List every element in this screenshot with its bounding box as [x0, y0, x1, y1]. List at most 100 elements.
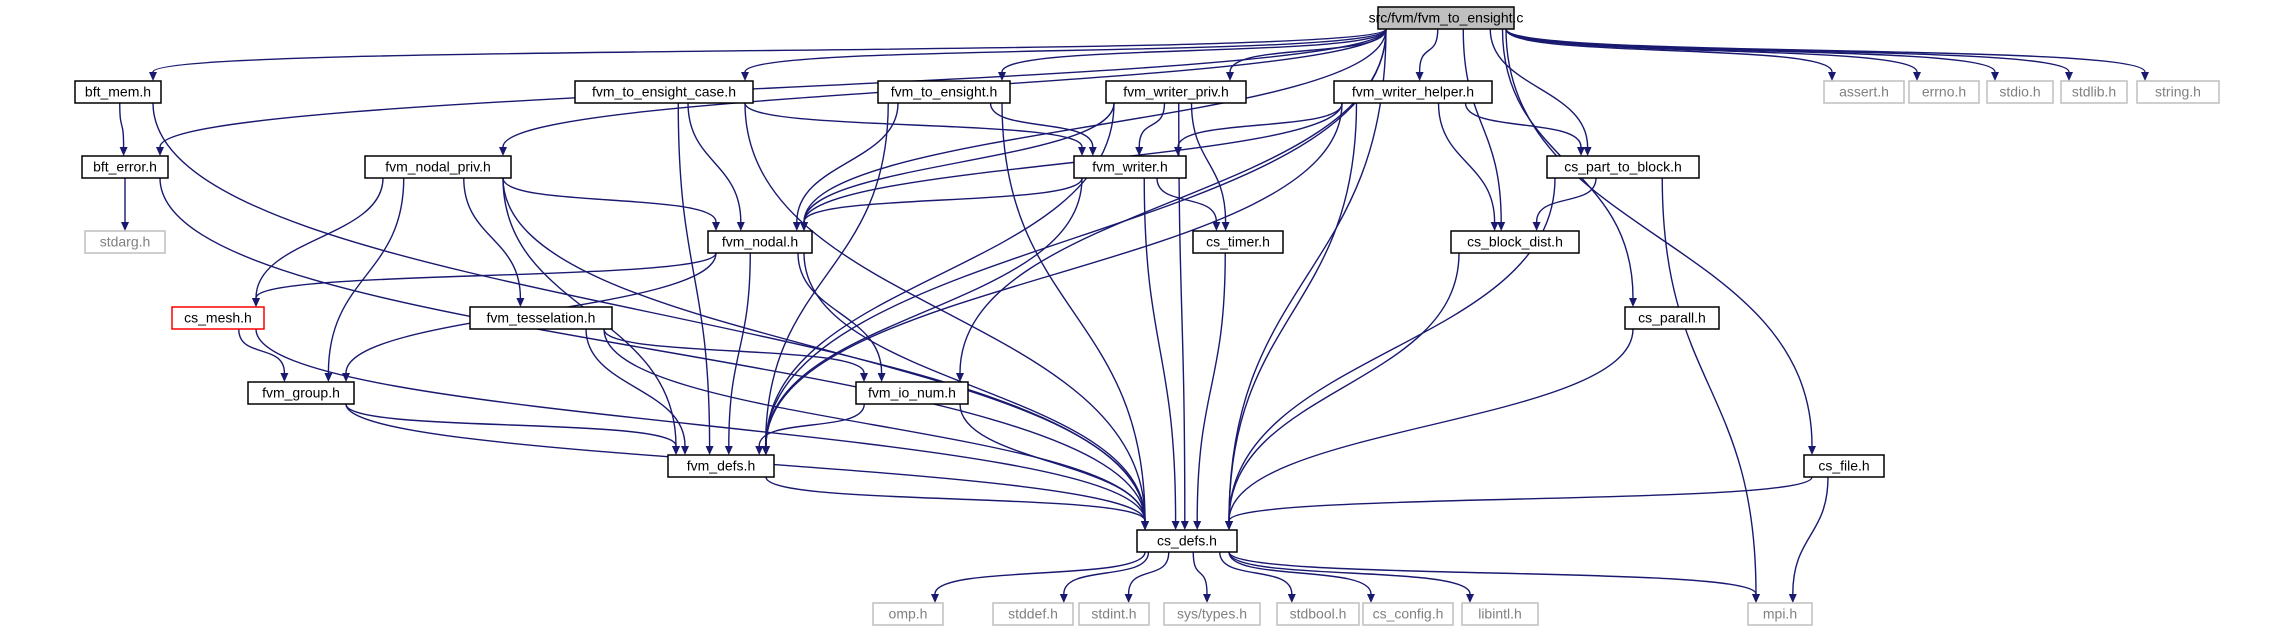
- node-box: [1163, 602, 1261, 626]
- arrowhead-root-to-stdio: [1991, 72, 1999, 81]
- edge-fvm_writer_priv-to-fvm_nodal: [803, 102, 1115, 223]
- edge-root-to-fvm_defs: [765, 28, 1387, 447]
- node-fvm-to-ensight[interactable]: fvm_to_ensight.h: [877, 80, 1011, 104]
- arrowhead-root-to-fvm_to_ensight: [998, 72, 1006, 81]
- node-fvm-nodal[interactable]: fvm_nodal.h: [707, 230, 813, 254]
- node-box: [1078, 602, 1150, 626]
- node-fvm-defs[interactable]: fvm_defs.h: [667, 454, 775, 478]
- node-box: [992, 602, 1074, 626]
- edge-fvm_tesselation-to-fvm_defs: [585, 328, 686, 447]
- edge-fvm_writer_helper-to-fvm_defs: [765, 102, 1343, 447]
- edge-fvm_writer-to-fvm_nodal: [803, 177, 1083, 223]
- node-fvm-writer-priv[interactable]: fvm_writer_priv.h: [1105, 80, 1247, 104]
- node-label: mpi.h: [1763, 606, 1797, 622]
- node-cs-part-to-block[interactable]: cs_part_to_block.h: [1546, 155, 1700, 179]
- arrowhead-bft_error-to-stdarg: [121, 222, 129, 231]
- arrowhead-root-to-stdlib: [2065, 72, 2073, 81]
- node-stdlib: stdlib.h: [2060, 80, 2128, 104]
- edge-fvm_nodal-to-cs_mesh: [255, 252, 717, 299]
- edge-cs_part_to_block-to-mpi: [1661, 177, 1757, 595]
- node-box: [667, 454, 775, 478]
- node-fvm-to-ensight-case[interactable]: fvm_to_ensight_case.h: [574, 80, 754, 104]
- edge-cs_defs-to-sys_types: [1192, 551, 1208, 595]
- arrowhead-fvm_nodal-to-cs_mesh: [252, 298, 260, 307]
- node-label: fvm_to_ensight_case.h: [592, 84, 736, 100]
- edge-fvm_nodal-to-cs_defs: [803, 252, 1146, 522]
- edge-root-to-errno: [1505, 28, 1918, 73]
- node-bft-mem[interactable]: bft_mem.h: [74, 80, 162, 104]
- edge-fvm_io_num-to-fvm_defs: [758, 403, 865, 447]
- arrowhead-root-to-bft_error: [156, 147, 164, 156]
- node-fvm-io-num[interactable]: fvm_io_num.h: [855, 381, 969, 405]
- node-fvm-writer-helper[interactable]: fvm_writer_helper.h: [1333, 80, 1493, 104]
- arrowhead-fvm_nodal-to-fvm_io_num: [877, 373, 886, 382]
- node-fvm-writer[interactable]: fvm_writer.h: [1073, 155, 1187, 179]
- arrowhead-root-to-cs_file: [1808, 446, 1816, 455]
- node-box: [1986, 80, 2054, 104]
- arrowhead-fvm_nodal_priv-to-fvm_nodal: [712, 222, 720, 231]
- edges-layer: [119, 28, 2149, 603]
- node-label: stdio.h: [1999, 84, 2040, 100]
- arrowhead-cs_defs-to-stdbool: [1287, 594, 1296, 603]
- edge-cs_defs-to-mpi: [1228, 551, 1757, 595]
- arrowhead-fvm_writer_priv-to-cs_defs: [1180, 521, 1189, 530]
- node-box: [855, 381, 969, 405]
- edge-root-to-fvm_to_ensight: [1001, 28, 1387, 73]
- arrowhead-cs_timer-to-cs_defs: [1193, 521, 1202, 530]
- node-cs-timer[interactable]: cs_timer.h: [1192, 230, 1284, 254]
- node-cs-defs[interactable]: cs_defs.h: [1136, 529, 1238, 553]
- arrowhead-fvm_nodal-to-fvm_group: [342, 373, 350, 382]
- edge-root-to-stdio: [1505, 28, 1996, 73]
- edge-fvm_to_ensight_case-to-fvm_defs: [677, 102, 711, 447]
- edge-cs_part_to_block-to-cs_block_dist: [1535, 177, 1597, 223]
- edge-fvm_nodal_priv-to-cs_mesh: [255, 177, 384, 299]
- node-cs-parall[interactable]: cs_parall.h: [1624, 306, 1720, 330]
- edge-cs_parall-to-cs_defs: [1228, 328, 1634, 522]
- arrowhead-fvm_to_ensight-to-fvm_writer: [1088, 147, 1097, 156]
- node-fvm-tesselation[interactable]: fvm_tesselation.h: [469, 306, 613, 330]
- node-fvm-group[interactable]: fvm_group.h: [247, 381, 355, 405]
- node-fvm-nodal-priv[interactable]: fvm_nodal_priv.h: [364, 155, 512, 179]
- node-box: [1362, 602, 1454, 626]
- node-cs-block-dist[interactable]: cs_block_dist.h: [1450, 230, 1580, 254]
- edge-cs_defs-to-stddef: [1063, 551, 1150, 595]
- node-cs-mesh[interactable]: cs_mesh.h: [171, 306, 265, 330]
- edge-bft_mem-to-bft_error: [119, 102, 125, 148]
- arrowhead-fvm_writer_priv-to-fvm_writer: [1135, 147, 1144, 156]
- node-omp: omp.h: [872, 602, 944, 626]
- edge-cs_defs-to-stdbool: [1219, 551, 1293, 595]
- node-box: [81, 155, 169, 179]
- node-root[interactable]: src/fvm/fvm_to_ensight.c: [1369, 6, 1524, 30]
- edge-root-to-cs_defs: [1228, 28, 1387, 522]
- node-label: stddef.h: [1008, 606, 1058, 622]
- node-box: [364, 155, 512, 179]
- arrowhead-fvm_to_ensight_case-to-fvm_nodal: [736, 222, 745, 231]
- edge-cs_timer-to-cs_defs: [1196, 252, 1226, 522]
- node-cs-file[interactable]: cs_file.h: [1803, 454, 1885, 478]
- edge-cs_defs-to-omp: [934, 551, 1146, 595]
- edge-fvm_writer_helper-to-fvm_nodal: [803, 102, 1343, 223]
- node-label: fvm_writer_priv.h: [1123, 84, 1229, 100]
- node-label: assert.h: [1839, 84, 1889, 100]
- arrowhead-fvm_nodal_priv-to-fvm_group: [324, 373, 333, 382]
- node-stdarg: stdarg.h: [84, 230, 166, 254]
- arrowhead-fvm_nodal_priv-to-fvm_tesselation: [516, 298, 525, 307]
- node-label: fvm_nodal_priv.h: [385, 159, 491, 175]
- node-label: cs_parall.h: [1638, 310, 1706, 326]
- node-box: [1377, 6, 1515, 30]
- edge-root-to-assert: [1505, 28, 1833, 73]
- node-bft-error[interactable]: bft_error.h: [81, 155, 169, 179]
- node-label: cs_defs.h: [1157, 533, 1217, 549]
- edge-fvm_nodal-to-fvm_defs: [728, 252, 751, 447]
- node-box: [1136, 529, 1238, 553]
- arrowhead-cs_defs-to-omp: [931, 594, 939, 603]
- node-box: [2136, 80, 2220, 104]
- arrowhead-bft_mem-to-bft_error: [119, 147, 128, 156]
- edge-fvm_writer_helper-to-fvm_writer: [1177, 102, 1343, 148]
- arrowhead-cs_defs-to-cs_config: [1367, 594, 1375, 603]
- edge-bft_error-to-cs_defs: [159, 177, 1146, 522]
- node-box: [707, 230, 813, 254]
- edge-fvm_writer_helper-to-cs_part_to_block: [1464, 102, 1582, 148]
- edge-root-to-bft_mem: [152, 28, 1387, 73]
